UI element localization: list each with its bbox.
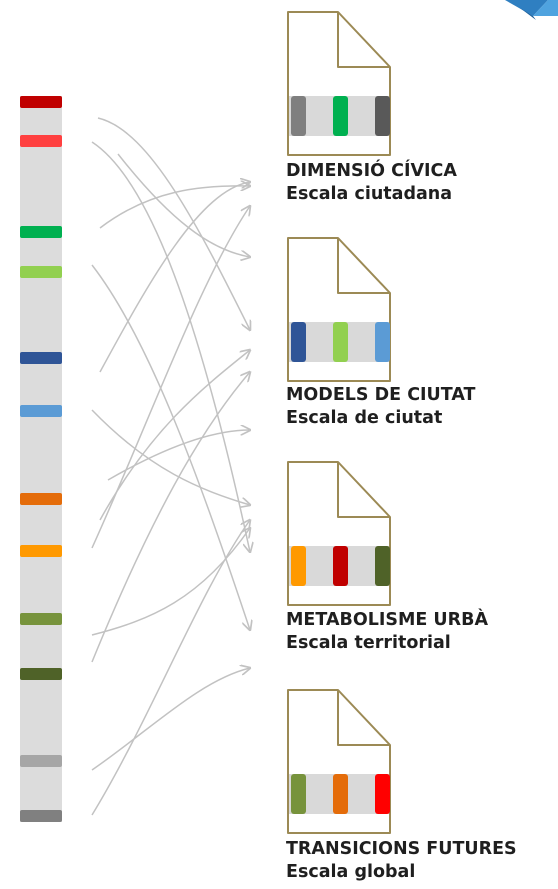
- document-title: DIMENSIÓ CÍVICA: [286, 161, 457, 181]
- document-title: TRANSICIONS FUTURES: [286, 839, 517, 859]
- connector-arrow: [91, 668, 250, 771]
- connector-arrow: [97, 117, 250, 330]
- document-title: METABOLISME URBÀ: [286, 610, 489, 630]
- mini-strip-stripe: [333, 322, 348, 362]
- connector-arrow: [99, 350, 250, 521]
- logo-segment: [533, 0, 558, 16]
- connector-arrow: [91, 409, 250, 505]
- connector-arrow: [91, 141, 250, 552]
- document-title: MODELS DE CIUTAT: [286, 385, 476, 405]
- mini-strip-stripe: [375, 322, 390, 362]
- document-label: TRANSICIONS FUTURES Escala global: [286, 838, 517, 884]
- left-strip-stripe: [20, 810, 62, 822]
- mini-strip-stripe: [333, 774, 348, 814]
- document-subtitle: Escala ciutadana: [286, 184, 453, 204]
- connector-arrows: [91, 117, 250, 816]
- mini-strip-stripe: [333, 96, 348, 136]
- connector-arrow: [91, 520, 250, 816]
- connector-arrow: [117, 153, 250, 257]
- mini-strip-stripe: [333, 546, 348, 586]
- document-subtitle: Escala de ciutat: [286, 408, 443, 428]
- left-strip-stripe: [20, 493, 62, 505]
- connector-arrow: [107, 430, 250, 481]
- left-strip-stripe: [20, 668, 62, 680]
- mini-strip-stripe: [291, 546, 306, 586]
- logo-icon: [505, 0, 558, 20]
- left-strip-stripe: [20, 266, 62, 278]
- left-strip-stripe: [20, 405, 62, 417]
- left-strip-stripe: [20, 545, 62, 557]
- document-label: MODELS DE CIUTAT Escala de ciutat: [286, 384, 475, 430]
- left-strip-stripes: [20, 96, 62, 822]
- document-icon: [287, 461, 391, 606]
- left-strip-stripe: [20, 135, 62, 147]
- document-label: METABOLISME URBÀ Escala territorial: [286, 609, 488, 655]
- left-strip-stripe: [20, 226, 62, 238]
- connector-arrow: [91, 264, 250, 630]
- document-icon: [287, 689, 391, 834]
- logo-segment: [520, 8, 536, 20]
- left-strip-track: [20, 96, 62, 822]
- left-strip-stripe: [20, 613, 62, 625]
- mini-strip-stripe: [375, 774, 390, 814]
- left-strip-stripe: [20, 755, 62, 767]
- connector-arrow: [99, 186, 250, 229]
- document-fold: [337, 12, 390, 68]
- connector-arrow: [99, 182, 250, 373]
- document-icons: [287, 11, 391, 834]
- document-icon: [287, 11, 391, 156]
- document-icon: [287, 237, 391, 382]
- connector-arrow: [91, 206, 250, 549]
- document-subtitle: Escala territorial: [286, 633, 451, 653]
- connector-arrow: [91, 372, 250, 663]
- left-strip-stripe: [20, 352, 62, 364]
- document-fold: [337, 238, 390, 294]
- logo-segment: [505, 0, 548, 16]
- left-strip-stripe: [20, 96, 62, 108]
- document-fold: [337, 690, 390, 746]
- document-fold: [337, 462, 390, 518]
- mini-strip-stripe: [291, 774, 306, 814]
- mini-strip-stripe: [291, 96, 306, 136]
- mini-strip-stripe: [375, 546, 390, 586]
- document-label: DIMENSIÓ CÍVICA Escala ciutadana: [286, 160, 457, 206]
- mini-strip-stripe: [375, 96, 390, 136]
- mini-strip-stripe: [291, 322, 306, 362]
- document-subtitle: Escala global: [286, 862, 416, 882]
- connector-arrow: [91, 528, 250, 636]
